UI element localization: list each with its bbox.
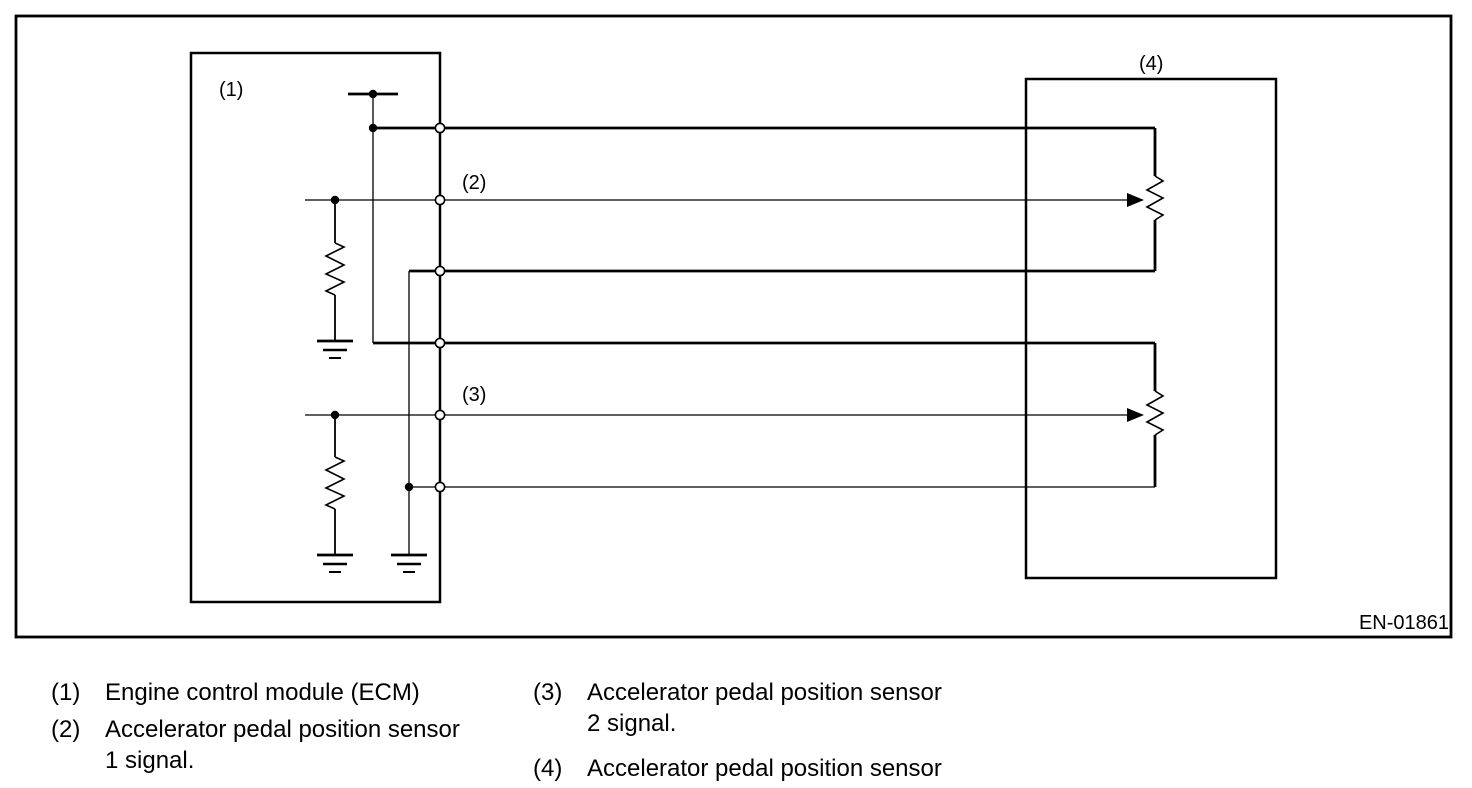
ground-icon <box>317 339 353 359</box>
connector-pin-circle <box>434 122 446 134</box>
legend-item-text: Accelerator pedal position sensor 2 sign… <box>587 677 942 739</box>
legend-column-left: (1) Engine control module (ECM) (2) Acce… <box>51 677 521 782</box>
legend-item-number: (3) <box>533 679 563 706</box>
ground-icon <box>317 553 353 573</box>
wiper-arrow-icon <box>1127 193 1144 207</box>
sensor2-resistor-icon <box>1145 390 1165 436</box>
diagram-frame <box>14 14 1453 639</box>
legend-item-3: (3) Accelerator pedal position sensor 2 … <box>533 677 1003 739</box>
legend-item-text: Accelerator pedal position sensor <box>587 753 942 784</box>
legend-item-text: Engine control module (ECM) <box>105 677 420 708</box>
sensor-label: (4) <box>1139 53 1164 75</box>
legend-item-number: (4) <box>533 755 563 782</box>
legend-item-number: (2) <box>51 716 81 743</box>
signal1-label: (2) <box>462 172 487 194</box>
sensor-box <box>1024 77 1278 580</box>
connector-pin-circle <box>434 265 446 277</box>
legend-item-line: 1 signal. <box>105 747 195 774</box>
wiper-arrow-icon <box>1127 408 1144 422</box>
connector-pin-circle <box>434 409 446 421</box>
sensor1-resistor-icon <box>1145 175 1165 221</box>
legend-item-text: Accelerator pedal position sensor 1 sign… <box>105 714 460 776</box>
connector-pin-circle <box>434 481 446 493</box>
legend-item-line: Accelerator pedal position sensor <box>105 716 460 743</box>
legend-item-line: 2 signal. <box>587 710 677 737</box>
ground-icon <box>391 553 427 573</box>
legend-item-line: Accelerator pedal position sensor <box>587 755 942 782</box>
ecm-box <box>189 51 442 604</box>
legend-item-number: (1) <box>51 679 81 706</box>
signal2-label: (3) <box>462 384 487 406</box>
ecm-resistor1-icon <box>324 242 346 296</box>
legend-item-1: (1) Engine control module (ECM) <box>51 677 521 708</box>
legend-item-2: (2) Accelerator pedal position sensor 1 … <box>51 714 521 776</box>
wiring-diagram-canvas <box>14 14 1453 639</box>
junction-dot <box>404 482 414 492</box>
ecm-resistor2-icon <box>324 456 346 510</box>
legend-item-line: Accelerator pedal position sensor <box>587 679 942 706</box>
legend-item-4: (4) Accelerator pedal position sensor <box>533 753 1003 784</box>
ecm-label: (1) <box>219 79 244 101</box>
connector-pin-circle <box>434 194 446 206</box>
legend-item-line: Engine control module (ECM) <box>105 679 420 706</box>
connector-pin-circle <box>434 337 446 349</box>
drawing-code: EN-01861 <box>1358 612 1449 634</box>
legend-column-right: (3) Accelerator pedal position sensor 2 … <box>533 677 1003 788</box>
